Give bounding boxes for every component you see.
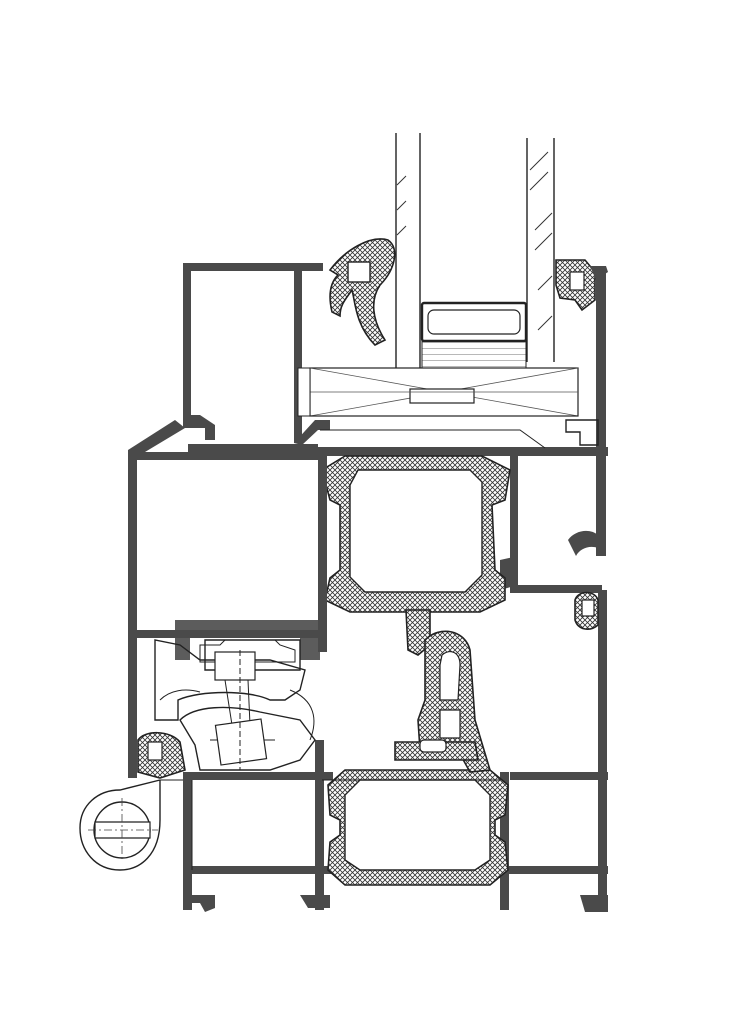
secondary-seal xyxy=(421,340,527,369)
roller-mechanism xyxy=(79,779,183,871)
inner-glazing-gasket xyxy=(328,238,396,346)
sash-frame xyxy=(318,266,608,593)
glazing-unit xyxy=(309,133,579,417)
upper-thermal-chamber xyxy=(321,455,511,656)
glazing-bead xyxy=(183,263,330,452)
construction-lines xyxy=(191,415,578,870)
hinge-hardware xyxy=(154,639,316,771)
glass-hatch-right xyxy=(529,151,553,331)
glass-hatch-left xyxy=(396,175,407,236)
lower-thermal-chamber xyxy=(327,769,509,886)
